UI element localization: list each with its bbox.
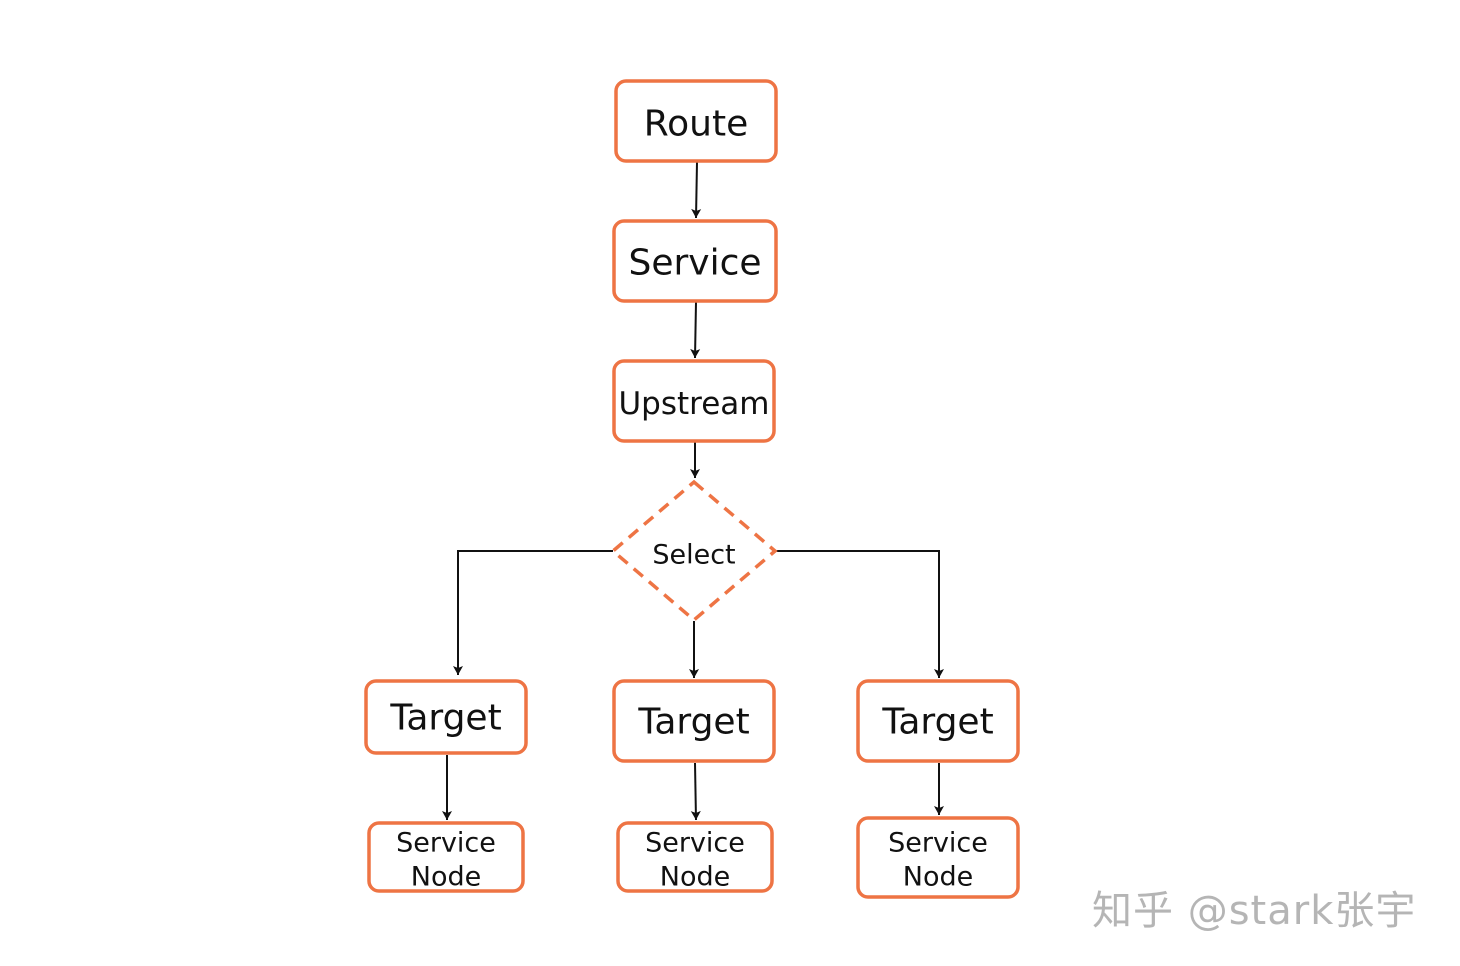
edge-route-to-service (691, 161, 702, 219)
node-service-node-right-line2: Node (903, 862, 973, 893)
edges (442, 161, 944, 821)
node-target-center-label: Target (637, 702, 749, 743)
node-select: Select (610, 479, 778, 623)
node-target-left-label: Target (389, 698, 501, 739)
edge-select-to-target-left (453, 550, 613, 675)
node-upstream: Upstream (612, 359, 776, 443)
node-service-node-right: Service Node (856, 816, 1020, 899)
node-service-node-right-line1: Service (888, 828, 988, 859)
node-service-node-left-line2: Node (411, 862, 481, 893)
node-service-label: Service (628, 243, 761, 284)
node-service-node-left: Service Node (367, 821, 525, 893)
node-service-node-center-line1: Service (645, 828, 745, 859)
node-route-label: Route (644, 104, 749, 145)
watermark: 知乎 @stark张宇 (1092, 888, 1417, 934)
node-service-node-center-line2: Node (660, 862, 730, 893)
edge-target-center-to-service-node (690, 762, 701, 821)
node-select-label: Select (652, 540, 735, 571)
node-upstream-label: Upstream (618, 386, 769, 422)
node-target-right: Target (856, 679, 1020, 763)
node-target-center: Target (612, 679, 776, 763)
node-service-node-left-line1: Service (396, 828, 496, 859)
node-service: Service (612, 219, 778, 303)
edge-service-to-upstream (690, 301, 701, 359)
node-target-right-label: Target (881, 702, 993, 743)
node-service-node-center: Service Node (616, 821, 774, 893)
node-target-left: Target (364, 679, 528, 755)
node-route: Route (614, 79, 778, 163)
edge-select-to-target-right (776, 550, 944, 678)
